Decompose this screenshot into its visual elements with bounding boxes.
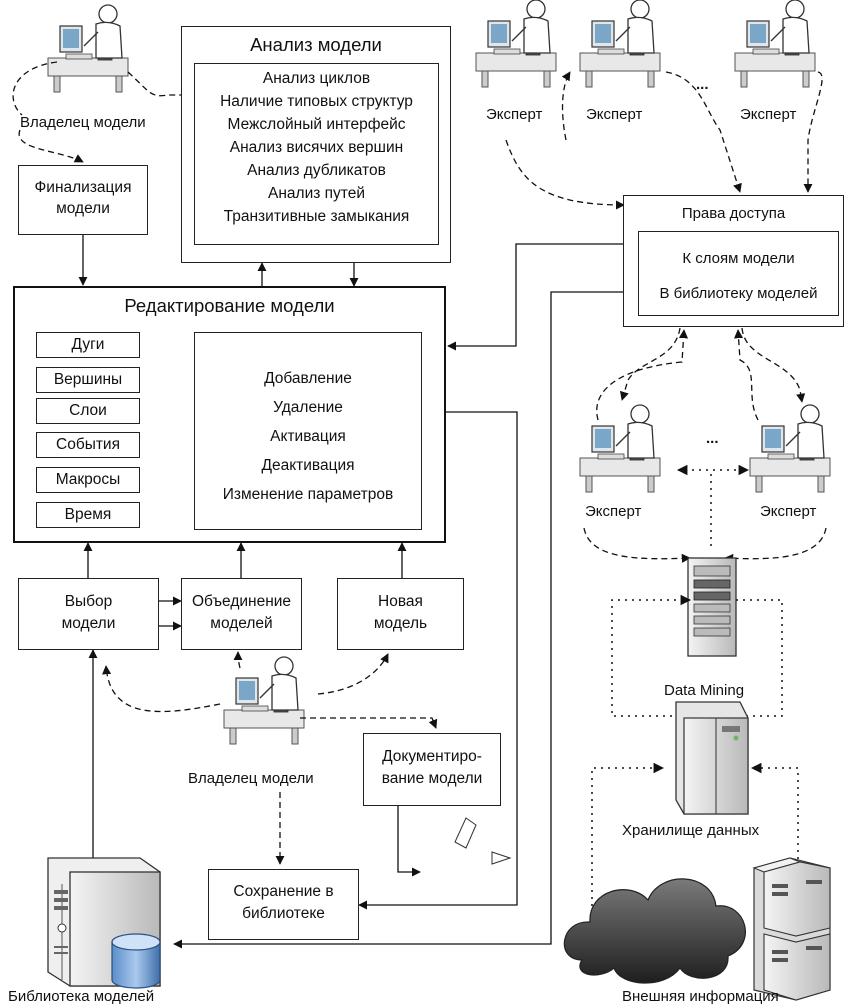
owner-top-label: Владелец модели (20, 114, 146, 131)
access-inner-box: К слоям модели В библиотеку моделей (638, 231, 839, 316)
owner-bottom-icon (223, 656, 305, 745)
new-model-line1: Новая (378, 593, 423, 610)
select-model-box: Выбор модели (18, 578, 159, 650)
external-servers-icon (752, 857, 831, 1001)
object-events-label: События (56, 436, 120, 453)
save-library-line2: библиотеке (242, 905, 325, 922)
data-mining-label: Data Mining (664, 682, 745, 699)
operations-box: Добавление Удаление Активация Деактиваци… (194, 332, 422, 530)
new-model-box: Новая модель (337, 578, 464, 650)
analysis-inner-box: Анализ циклов Наличие типовых структур М… (194, 63, 439, 245)
analysis-item-typical: Наличие типовых структур (220, 93, 413, 110)
analysis-item-cycles: Анализ циклов (262, 70, 371, 87)
expert-mid-1-label: Эксперт (585, 503, 642, 520)
expert-top-3-icon (734, 0, 816, 88)
expert-mid-ellipsis: ... (706, 430, 719, 447)
owner-top-icon (47, 4, 129, 93)
editing-title: Редактирование модели (124, 295, 335, 316)
expert-mid-2-icon (749, 404, 831, 493)
library-server-icon (47, 857, 161, 989)
expert-mid-2-label: Эксперт (760, 503, 817, 520)
documenting-line2: вание модели (381, 770, 483, 787)
expert-top-ellipsis: ... (696, 76, 709, 93)
documenting-line1: Документиро- (382, 748, 482, 765)
operation-delete: Удаление (273, 399, 343, 416)
warehouse-label: Хранилище данных (622, 822, 760, 839)
object-macros-label: Макросы (55, 471, 121, 488)
object-vertices-box: Вершины (36, 367, 140, 393)
analysis-title: Анализ модели (250, 34, 382, 55)
finalize-model-box: Финализация модели (18, 165, 148, 235)
expert-top-2-label: Эксперт (586, 106, 643, 123)
expert-top-1-icon (475, 0, 557, 88)
select-model-line2: модели (61, 615, 116, 632)
analysis-item-paths: Анализ путей (268, 185, 365, 202)
finalize-line1: Финализация (34, 179, 132, 196)
expert-top-2-icon (579, 0, 661, 88)
object-layers-box: Слои (36, 398, 140, 424)
warehouse-cabinet-icon (675, 701, 749, 815)
object-time-label: Время (64, 506, 112, 523)
operation-deactivate: Деактивация (261, 457, 355, 474)
documenting-box: Документиро- вание модели (363, 733, 501, 806)
object-arcs-box: Дуги (36, 332, 140, 358)
finalize-line2: модели (56, 200, 110, 217)
owner-bottom-label: Владелец модели (188, 770, 314, 787)
operation-add: Добавление (264, 370, 352, 387)
save-library-box: Сохранение в библиотеке (208, 869, 359, 940)
data-mining-server-icon (687, 557, 737, 657)
access-title: Права доступа (681, 205, 786, 222)
object-macros-box: Макросы (36, 467, 140, 493)
object-vertices-label: Вершины (53, 371, 123, 388)
object-arcs-label: Дуги (71, 336, 105, 353)
operation-activate: Активация (270, 428, 346, 445)
external-info-label: Внешняя информация (622, 988, 779, 1005)
analysis-item-transitive: Транзитивные замыкания (223, 208, 410, 225)
object-events-box: События (36, 432, 140, 458)
operation-params: Изменение параметров (222, 486, 394, 503)
expert-top-3-label: Эксперт (740, 106, 797, 123)
object-layers-label: Слои (69, 402, 107, 419)
analysis-item-interlayer: Межслойный интерфейс (227, 116, 406, 133)
object-time-box: Время (36, 502, 140, 528)
library-label: Библиотека моделей (8, 988, 155, 1005)
cloud-icon (563, 878, 746, 984)
expert-mid-1-icon (579, 404, 661, 493)
merge-models-line1: Объединение (191, 593, 292, 610)
select-model-line1: Выбор (64, 593, 113, 610)
new-model-line2: модель (373, 615, 428, 632)
access-item-layers: К слоям модели (682, 250, 795, 267)
merge-models-line2: моделей (210, 615, 273, 632)
analysis-item-hanging: Анализ висячих вершин (229, 139, 404, 156)
analysis-item-duplicates: Анализ дубликатов (247, 162, 386, 179)
access-item-library: В библиотеку моделей (659, 285, 818, 302)
expert-top-1-label: Эксперт (486, 106, 543, 123)
save-library-line1: Сохранение в (233, 883, 334, 900)
merge-models-box: Объединение моделей (181, 578, 302, 650)
